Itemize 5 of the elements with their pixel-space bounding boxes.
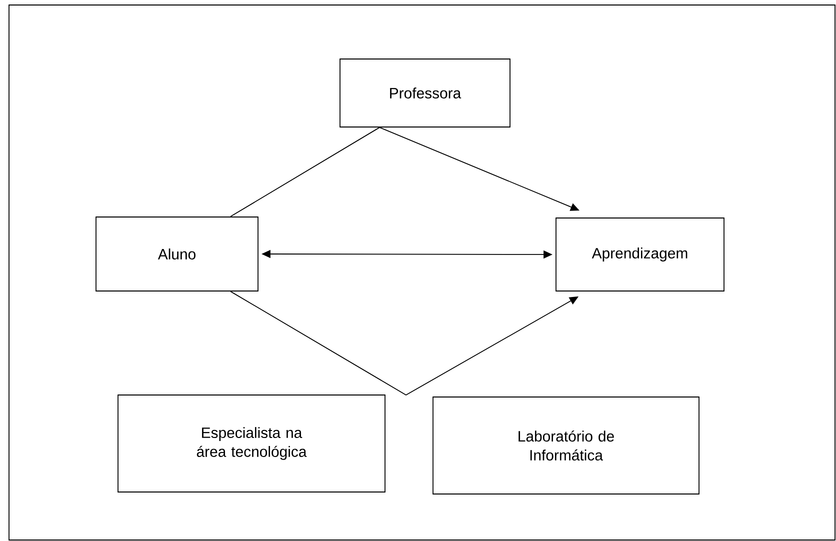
process-box: Laboratório de Informática [432,396,700,494]
process-box: Professora [340,58,510,128]
process-box: Aprendizagem [556,218,724,292]
process-box: Aluno [96,216,258,292]
process-box: Especialista na área tecnológica [118,394,386,492]
